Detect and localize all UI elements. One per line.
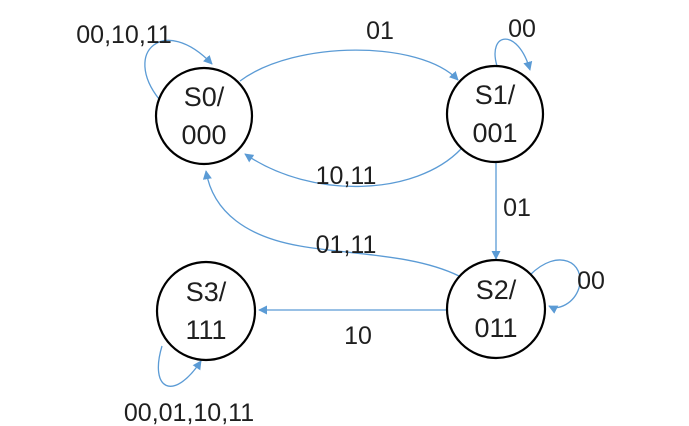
- state-label-s0-line2: 000: [181, 120, 226, 150]
- transition-label-s2-s0: 01,11: [316, 231, 377, 259]
- state-label-s3-line1: S3/: [186, 277, 227, 307]
- state-node-s1: S1/ 001: [445, 64, 545, 164]
- transition-label-s1-s0: 10,11: [316, 162, 377, 190]
- state-label-s2-line1: S2/: [476, 275, 517, 305]
- transition-label-s0-s1: 01: [366, 17, 394, 45]
- transition-s0-to-s1: [239, 49, 459, 82]
- transition-s1-to-s0: [244, 148, 462, 188]
- transition-edges: [144, 38, 581, 387]
- state-node-s0: S0/ 000: [154, 66, 254, 166]
- state-circle-s1: [445, 64, 545, 164]
- state-label-s3-line2: 111: [185, 315, 226, 345]
- transition-s3-self-loop: [157, 345, 202, 387]
- transition-s2-to-s0: [202, 170, 460, 277]
- transition-label-s2-s3: 10: [344, 322, 372, 350]
- state-circle-s3: [155, 260, 257, 362]
- transition-label-s0-self: 00,10,11: [76, 21, 171, 49]
- transition-labels: 00,10,11 01 00 10,11 01 01,11 00 10 00,0…: [76, 15, 605, 426]
- state-label-s1-line1: S1/: [475, 80, 516, 110]
- state-label-s2-line2: 011: [474, 313, 517, 343]
- transition-label-s3-self: 00,01,10,11: [124, 399, 254, 426]
- state-node-s2: S2/ 011: [445, 258, 547, 360]
- state-label-s1-line2: 001: [472, 118, 517, 148]
- state-node-s3: S3/ 111: [155, 260, 257, 362]
- transition-s2-self-loop: [529, 259, 581, 314]
- transition-label-s1-self: 00: [508, 15, 536, 43]
- state-circle-s0: [154, 66, 254, 166]
- transition-label-s1-s2: 01: [503, 194, 531, 222]
- state-nodes: S0/ 000 S1/ 001 S2/ 011 S3/ 111: [154, 64, 547, 362]
- state-circle-s2: [445, 258, 547, 360]
- transition-s0-self-loop: [144, 39, 213, 100]
- transition-label-s2-self: 00: [577, 267, 605, 295]
- state-label-s0-line1: S0/: [184, 82, 225, 112]
- transition-s1-self-loop: [494, 38, 533, 71]
